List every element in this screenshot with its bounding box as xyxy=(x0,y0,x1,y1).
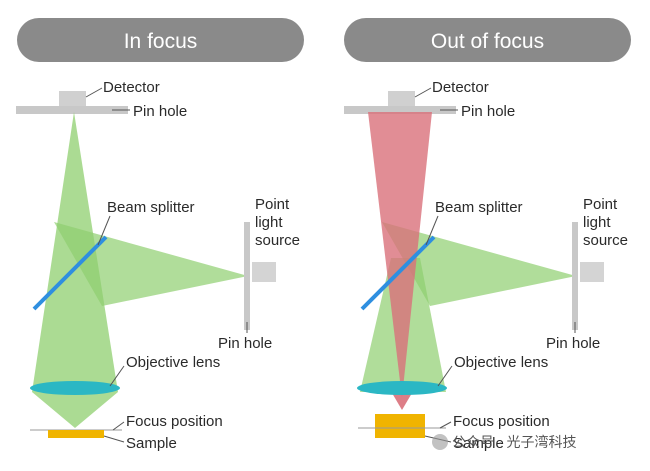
beam-splitter xyxy=(32,235,108,311)
panel-title: In focus xyxy=(124,30,198,53)
label-focus-position: Focus position xyxy=(453,413,550,430)
label-light: light xyxy=(255,214,283,231)
leader-beam-splitter xyxy=(97,215,111,246)
label-detector: Detector xyxy=(432,79,489,96)
watermark: 公众号 · 光子湾科技 xyxy=(432,434,576,450)
label-beam-splitter: Beam splitter xyxy=(435,199,523,216)
leader-beam-splitter xyxy=(425,215,439,246)
wechat-icon xyxy=(432,434,448,450)
label-beam-splitter: Beam splitter xyxy=(107,199,195,216)
sample-block xyxy=(375,414,425,438)
panel-in-focus: In focus Detector Pin hole Beam splitter xyxy=(16,18,304,452)
label-objective-lens: Objective lens xyxy=(454,354,548,371)
leader-sample xyxy=(103,435,125,443)
leader-focus-position xyxy=(439,421,452,429)
label-sample: Sample xyxy=(126,435,177,452)
label-sample: Sample xyxy=(453,435,504,452)
label-light: light xyxy=(583,214,611,231)
leader-detector xyxy=(85,87,103,98)
pinhole-plate-top xyxy=(344,106,456,114)
leader-focus-position xyxy=(112,421,125,431)
label-source: source xyxy=(583,232,628,249)
label-pinhole-bottom: Pin hole xyxy=(218,335,272,352)
label-pinhole-top: Pin hole xyxy=(461,103,515,120)
sample-block xyxy=(48,430,104,438)
leader-detector xyxy=(414,87,432,98)
label-pinhole-bottom: Pin hole xyxy=(546,335,600,352)
label-objective-lens: Objective lens xyxy=(126,354,220,371)
leader-objective-lens xyxy=(109,365,125,387)
watermark-text: 公众号 · 光子湾科技 xyxy=(452,434,576,450)
panel-title-pill xyxy=(344,18,631,62)
out-of-focus-beam xyxy=(368,112,432,398)
label-pinhole-top: Pin hole xyxy=(133,103,187,120)
light-source-box xyxy=(252,262,276,282)
panel-out-of-focus: Out of focus Detector Pin hole Bea xyxy=(344,18,631,452)
pinhole-plate-right xyxy=(244,222,250,330)
panel-title-pill xyxy=(17,18,304,62)
objective-lens xyxy=(30,381,120,395)
detector-box xyxy=(388,91,415,106)
label-source: source xyxy=(255,232,300,249)
focus-cone xyxy=(32,392,118,428)
detector-box xyxy=(59,91,86,106)
light-source-box xyxy=(580,262,604,282)
pinhole-plate-right xyxy=(572,222,578,330)
panel-title: Out of focus xyxy=(431,30,544,53)
objective-lens xyxy=(357,381,447,395)
label-focus-position: Focus position xyxy=(126,413,223,430)
label-point: Point xyxy=(583,196,618,213)
leader-objective-lens xyxy=(437,365,453,387)
out-of-focus-cone xyxy=(392,393,412,410)
label-point: Point xyxy=(255,196,290,213)
label-detector: Detector xyxy=(103,79,160,96)
pinhole-plate-top xyxy=(16,106,128,114)
beam-splitter xyxy=(360,235,436,311)
